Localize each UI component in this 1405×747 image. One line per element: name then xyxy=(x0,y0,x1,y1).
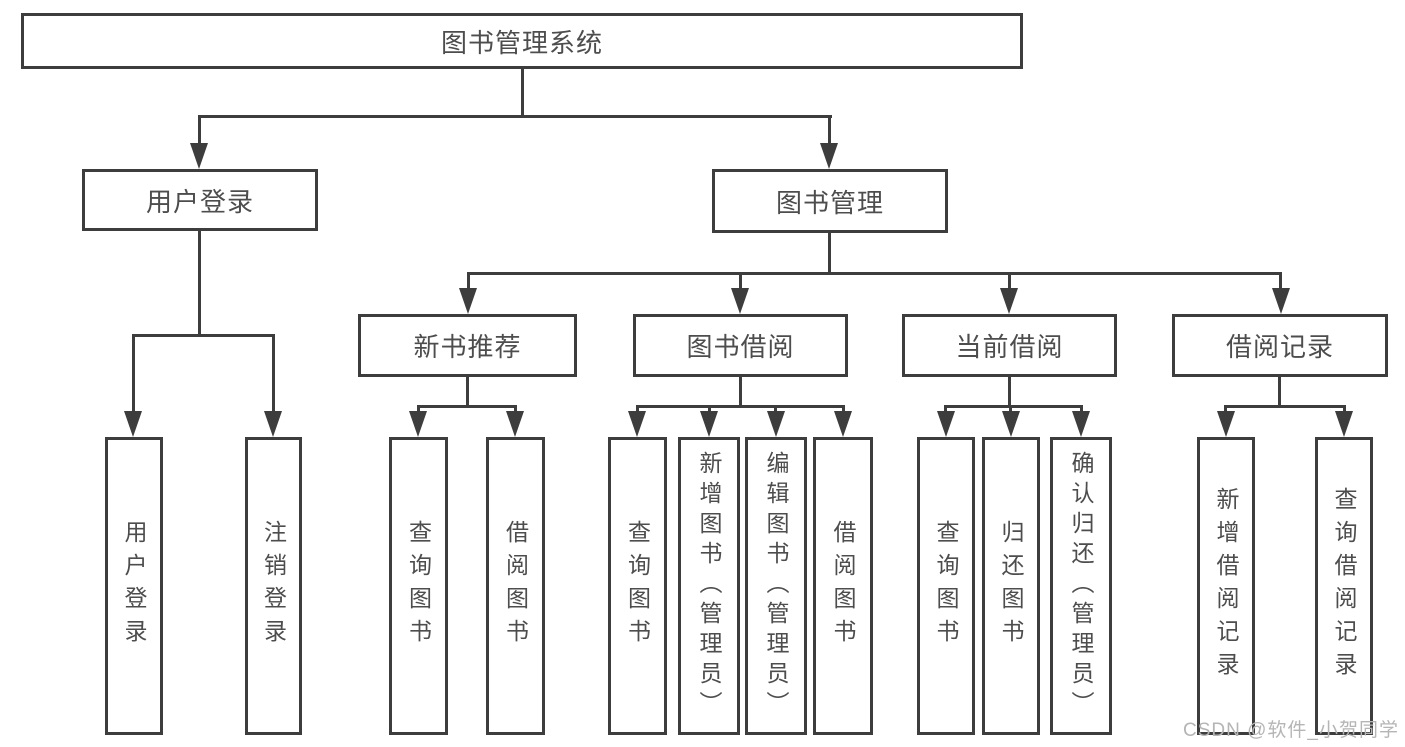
arrow-down-icon xyxy=(700,411,718,437)
connector-line xyxy=(132,334,135,414)
connector-line xyxy=(1343,405,1346,415)
arrow-down-icon xyxy=(190,143,208,169)
leaf-return-book: 归还图书 xyxy=(982,437,1040,735)
node-label: 新增借阅记录 xyxy=(1213,487,1239,685)
connector-line xyxy=(1008,377,1011,408)
node-root: 图书管理系统 xyxy=(21,13,1023,69)
arrow-down-icon xyxy=(834,411,852,437)
node-book-management: 图书管理 xyxy=(712,169,948,233)
node-label: 当前借阅 xyxy=(955,332,1064,362)
leaf-add-book-admin: 新增图书（管理员） xyxy=(678,437,740,735)
connector-line xyxy=(944,405,1083,408)
node-new-book-recommend: 新书推荐 xyxy=(358,314,577,377)
connector-line xyxy=(467,272,1282,275)
connector-line xyxy=(739,272,742,290)
node-label: 编辑图书（管理员） xyxy=(763,451,789,721)
arrow-down-icon xyxy=(1217,411,1235,437)
connector-line xyxy=(466,377,469,408)
leaf-query-borrow-record: 查询借阅记录 xyxy=(1315,437,1373,735)
node-label: 图书管理系统 xyxy=(440,27,603,58)
leaf-logout: 注销登录 xyxy=(245,437,302,735)
node-label: 图书管理 xyxy=(775,187,884,218)
connector-line xyxy=(417,405,420,415)
connector-line xyxy=(708,405,711,415)
arrow-down-icon xyxy=(506,411,524,437)
arrow-down-icon xyxy=(409,411,427,437)
connector-line xyxy=(636,405,845,408)
node-label: 借阅图书 xyxy=(502,520,529,652)
leaf-query-books: 查询图书 xyxy=(389,437,448,735)
leaf-edit-book-admin: 编辑图书（管理员） xyxy=(745,437,807,735)
arrow-down-icon xyxy=(1000,288,1018,314)
arrow-down-icon xyxy=(767,411,785,437)
node-label: 查询图书 xyxy=(933,520,959,652)
node-label: 借阅记录 xyxy=(1225,332,1334,362)
connector-line xyxy=(1080,405,1083,415)
node-label: 归还图书 xyxy=(998,520,1024,652)
leaf-query-books: 查询图书 xyxy=(917,437,975,735)
connector-line xyxy=(198,231,201,337)
arrow-down-icon xyxy=(124,411,142,437)
connector-line xyxy=(467,272,470,290)
node-user-login: 用户登录 xyxy=(82,169,318,231)
arrow-down-icon xyxy=(731,288,749,314)
arrow-down-icon xyxy=(264,411,282,437)
arrow-down-icon xyxy=(1072,411,1090,437)
connector-line xyxy=(1279,272,1282,290)
node-borrow-records: 借阅记录 xyxy=(1172,314,1388,377)
connector-line xyxy=(417,405,517,408)
node-label: 查询图书 xyxy=(405,520,432,652)
connector-line xyxy=(1008,272,1011,290)
csdn-watermark: CSDN @软件_小贺同学 xyxy=(1183,720,1399,741)
connector-line xyxy=(636,405,639,415)
connector-line xyxy=(198,115,201,147)
node-label: 注销登录 xyxy=(260,520,287,652)
node-label: 图书借阅 xyxy=(686,332,795,362)
leaf-add-borrow-record: 新增借阅记录 xyxy=(1197,437,1255,735)
connector-line xyxy=(828,115,831,147)
connector-line xyxy=(1009,405,1012,415)
leaf-borrow-books: 借阅图书 xyxy=(813,437,873,735)
connector-line xyxy=(739,377,742,408)
connector-line xyxy=(1278,377,1281,408)
arrow-down-icon xyxy=(1335,411,1353,437)
connector-line xyxy=(842,405,845,415)
connector-line xyxy=(1224,405,1227,415)
node-label: 查询图书 xyxy=(624,520,651,652)
node-book-borrow: 图书借阅 xyxy=(633,314,848,377)
connector-line xyxy=(132,334,275,337)
arrow-down-icon xyxy=(1272,288,1290,314)
node-current-borrow: 当前借阅 xyxy=(902,314,1117,377)
node-label: 新增图书（管理员） xyxy=(696,451,722,721)
connector-line xyxy=(1224,405,1346,408)
node-label: 借阅图书 xyxy=(830,520,856,652)
connector-line xyxy=(272,334,275,414)
node-label: 用户登录 xyxy=(121,520,147,652)
node-label: 用户登录 xyxy=(145,186,254,217)
arrow-down-icon xyxy=(820,143,838,169)
leaf-user-login: 用户登录 xyxy=(105,437,163,735)
arrow-down-icon xyxy=(937,411,955,437)
arrow-down-icon xyxy=(628,411,646,437)
node-label: 查询借阅记录 xyxy=(1331,487,1357,685)
leaf-query-books: 查询图书 xyxy=(608,437,667,735)
connector-line xyxy=(944,405,947,415)
node-label: 新书推荐 xyxy=(413,332,522,362)
arrow-down-icon xyxy=(459,288,477,314)
leaf-confirm-return-admin: 确认归还（管理员） xyxy=(1050,437,1112,735)
leaf-borrow-books: 借阅图书 xyxy=(486,437,545,735)
connector-line xyxy=(521,69,524,117)
node-label: 确认归还（管理员） xyxy=(1068,451,1094,721)
connector-line xyxy=(198,115,832,118)
connector-line xyxy=(774,405,777,415)
connector-line xyxy=(514,405,517,415)
arrow-down-icon xyxy=(1002,411,1020,437)
connector-line xyxy=(828,233,831,275)
